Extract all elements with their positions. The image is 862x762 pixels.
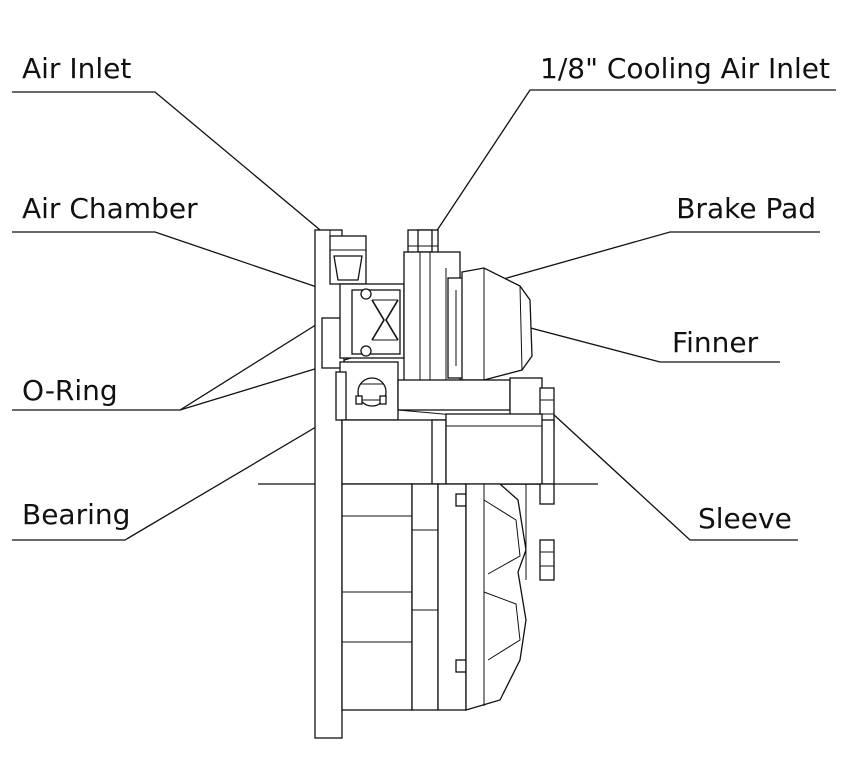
label-finner: Finner (672, 326, 759, 359)
label-air-inlet: Air Inlet (22, 52, 131, 85)
label-bearing: Bearing (22, 498, 130, 531)
air-chamber-v (371, 299, 385, 341)
leader-lines (12, 89, 836, 541)
leader-air-inlet (12, 91, 351, 256)
hub-block (397, 379, 511, 411)
leader-cooling-air-inlet (427, 89, 836, 245)
lower-body (341, 483, 413, 711)
label-cooling-air-inlet: 1/8" Cooling Air Inlet (540, 52, 830, 85)
leader-sleeve (539, 401, 798, 541)
label-brake-pad: Brake Pad (676, 192, 816, 225)
bearing-ball (357, 377, 387, 407)
label-sleeve: Sleeve (698, 502, 792, 535)
mounting-plate (314, 229, 343, 739)
label-air-chamber: Air Chamber (22, 192, 198, 225)
leader-brake-pad (449, 231, 820, 295)
mechanical-drawing (258, 229, 598, 739)
leader-finner (499, 319, 780, 363)
bolt-head-mid (539, 483, 555, 505)
leader-air-chamber (12, 231, 356, 301)
label-o-ring: O-Ring (22, 374, 118, 407)
o-ring-upper (360, 288, 372, 300)
leader-bearing (12, 397, 366, 541)
bolt-head-lower (539, 539, 555, 581)
o-ring-lower (360, 345, 372, 357)
